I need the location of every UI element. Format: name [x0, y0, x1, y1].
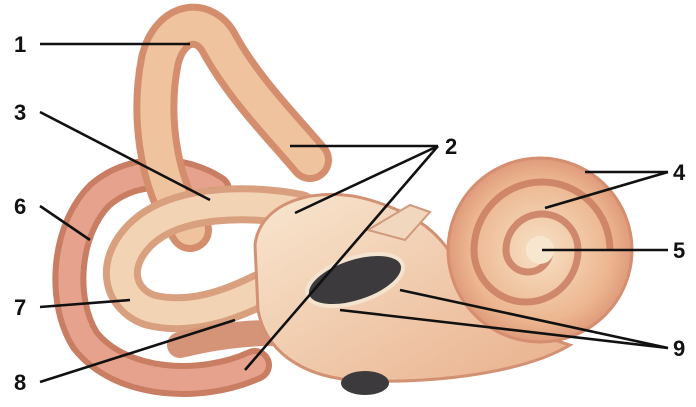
- label-5: 5: [673, 238, 685, 263]
- label-7: 7: [14, 295, 26, 320]
- round-window: [341, 371, 389, 395]
- label-3: 3: [14, 100, 26, 125]
- label-6: 6: [14, 194, 26, 219]
- label-8: 8: [14, 370, 26, 395]
- label-9: 9: [673, 336, 685, 361]
- label-4: 4: [673, 160, 686, 185]
- label-1: 1: [14, 32, 26, 57]
- label-2: 2: [445, 134, 457, 159]
